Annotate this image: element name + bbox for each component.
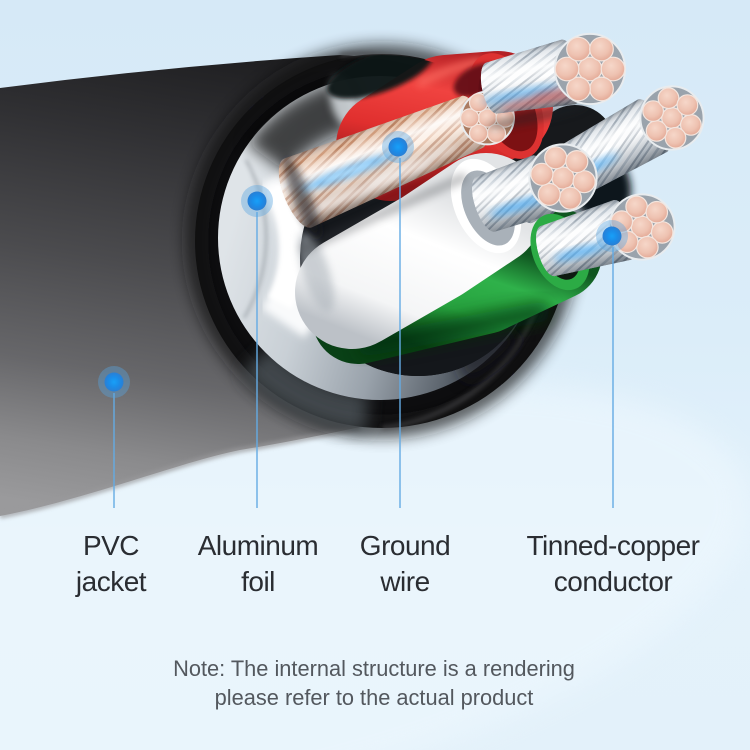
svg-text:jacket: jacket — [75, 566, 147, 597]
svg-text:Tinned-copper: Tinned-copper — [526, 530, 699, 561]
svg-text:conductor: conductor — [554, 566, 673, 597]
svg-text:PVC: PVC — [83, 530, 139, 561]
svg-text:Ground: Ground — [360, 530, 450, 561]
svg-text:Aluminum: Aluminum — [198, 530, 318, 561]
svg-text:Note: The internal structure i: Note: The internal structure is a render… — [173, 656, 575, 681]
svg-text:wire: wire — [379, 566, 429, 597]
svg-text:please refer to the actual pro: please refer to the actual product — [215, 685, 534, 710]
svg-text:foil: foil — [241, 566, 275, 597]
